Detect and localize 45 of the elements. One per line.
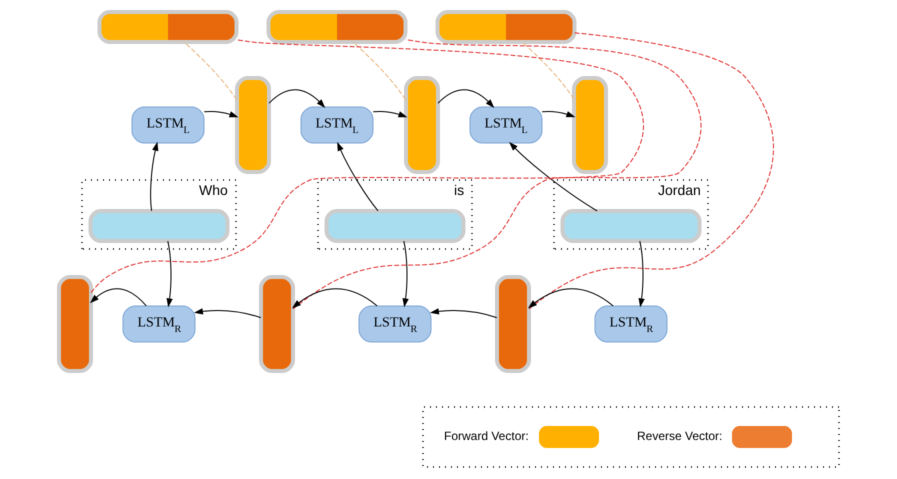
arrow (203, 111, 238, 118)
connector (292, 39, 702, 310)
arrow (166, 240, 172, 308)
arrow (372, 111, 407, 118)
node-bar (234, 76, 270, 174)
node-box: LSTM$_{L}$ (469, 106, 542, 144)
node-box: LSTM$_{R}$ (358, 306, 431, 342)
legend-label: Forward Vector: (444, 429, 528, 444)
node-bar (56, 275, 92, 373)
cluster: Jordan (552, 179, 708, 250)
arrow (527, 288, 614, 308)
node-box: LSTM$_{L}$ (131, 106, 204, 144)
connector (183, 42, 237, 100)
node-box: LSTM$_{R}$ (122, 306, 195, 342)
node-bar (572, 76, 608, 174)
connector (90, 39, 644, 294)
arrow (268, 89, 325, 108)
connector (352, 42, 406, 100)
node-bar (560, 209, 701, 243)
node-bar (494, 275, 530, 373)
cluster: Who (80, 179, 236, 250)
arrow (638, 240, 644, 308)
connector (528, 32, 774, 310)
legend-label: Reverse Vector: (636, 429, 722, 444)
node-bar (88, 209, 229, 243)
node-box: LSTM$_{R}$ (594, 306, 667, 342)
arrow (437, 89, 494, 108)
node-bar (258, 275, 294, 373)
arrow (193, 308, 261, 318)
connector (521, 42, 574, 100)
arrow (402, 240, 408, 308)
arrow (89, 288, 146, 306)
arrow (150, 142, 158, 212)
node-bar (97, 10, 238, 44)
arrow (291, 288, 378, 308)
arrow (429, 308, 497, 318)
node-bar (266, 10, 407, 44)
node-bar (324, 209, 465, 243)
arrow (541, 111, 575, 118)
arrow (508, 142, 598, 212)
node-box: LSTM$_{L}$ (300, 106, 373, 144)
node-bar (435, 10, 576, 44)
cluster: is (316, 179, 472, 250)
arrow (336, 142, 378, 212)
node-bar (404, 76, 440, 174)
